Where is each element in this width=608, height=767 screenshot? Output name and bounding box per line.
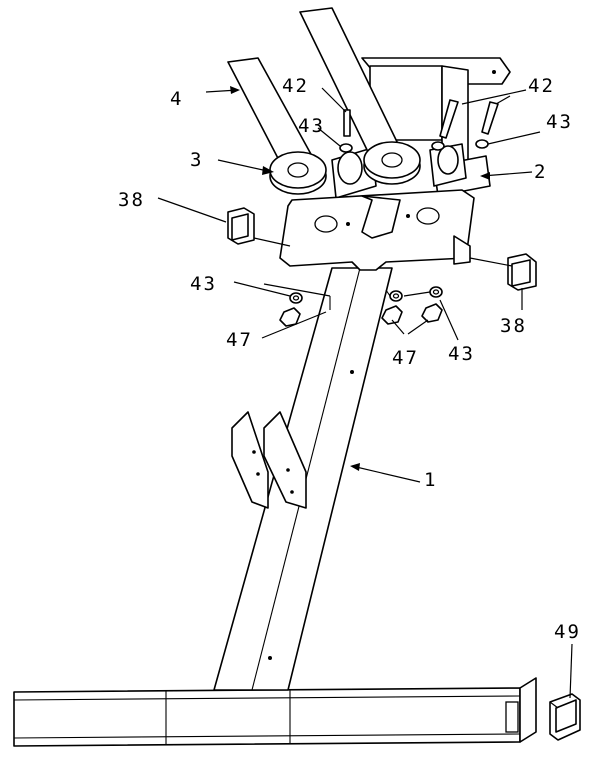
label-part-43-top-left: 43 bbox=[298, 115, 325, 137]
label-part-38-left: 38 bbox=[118, 189, 145, 211]
side-brackets bbox=[231, 411, 307, 509]
label-part-2: 2 bbox=[534, 161, 547, 183]
label-part-43-mid-right: 43 bbox=[448, 343, 475, 365]
bolts-42 bbox=[343, 99, 499, 139]
foot-caps-38 bbox=[227, 207, 537, 291]
label-part-1: 1 bbox=[424, 469, 437, 491]
label-part-38-right: 38 bbox=[500, 315, 527, 337]
base-tube bbox=[13, 677, 537, 747]
leader-lines bbox=[157, 86, 573, 699]
label-part-47-left: 47 bbox=[226, 329, 253, 351]
label-part-43-mid-left: 43 bbox=[190, 273, 217, 295]
washers-3 bbox=[269, 141, 421, 195]
label-part-4: 4 bbox=[170, 88, 183, 110]
callout-labels: 4 3 38 42 43 42 43 2 43 47 47 43 38 1 49 bbox=[118, 75, 581, 643]
fasteners-43-47 bbox=[279, 139, 489, 327]
label-part-42-left: 42 bbox=[282, 75, 309, 97]
label-part-47-right: 47 bbox=[392, 347, 419, 369]
end-cap-49 bbox=[549, 693, 581, 741]
mounting-plate bbox=[279, 189, 475, 271]
label-part-49: 49 bbox=[554, 621, 581, 643]
label-part-42-right: 42 bbox=[528, 75, 555, 97]
label-part-43-top-right: 43 bbox=[546, 111, 573, 133]
label-part-3: 3 bbox=[190, 149, 203, 171]
